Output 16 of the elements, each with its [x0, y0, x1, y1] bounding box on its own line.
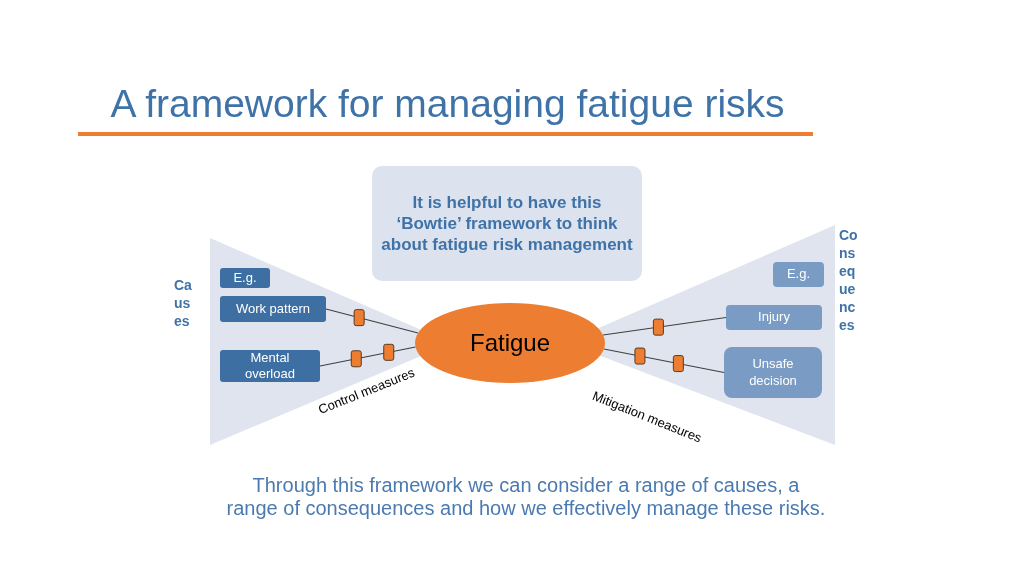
consequence-box: Injury — [726, 305, 822, 330]
callout-box: It is helpful to have this ‘Bowtie’ framework to think about fatigue risk management — [372, 166, 642, 281]
cause-box: Work pattern — [220, 296, 326, 322]
example-tag: E.g. — [773, 262, 824, 287]
connector-line — [602, 316, 727, 336]
cause-box: Mental overload — [220, 350, 320, 382]
hazard-ellipse: Fatigue — [415, 303, 605, 383]
connector-line — [603, 348, 725, 374]
section-heading: Causes — [174, 276, 193, 330]
connector-line — [325, 308, 419, 334]
caption: Through this framework we can consider a range of causes, a range of consequences and how we effectively manage these risks. — [226, 474, 826, 520]
connector-line — [319, 346, 417, 367]
consequence-box: Unsafe decision — [724, 347, 822, 398]
section-heading: Consequences — [839, 226, 859, 334]
title: A framework for managing fatigue risks — [109, 82, 786, 126]
example-tag: E.g. — [220, 268, 270, 288]
